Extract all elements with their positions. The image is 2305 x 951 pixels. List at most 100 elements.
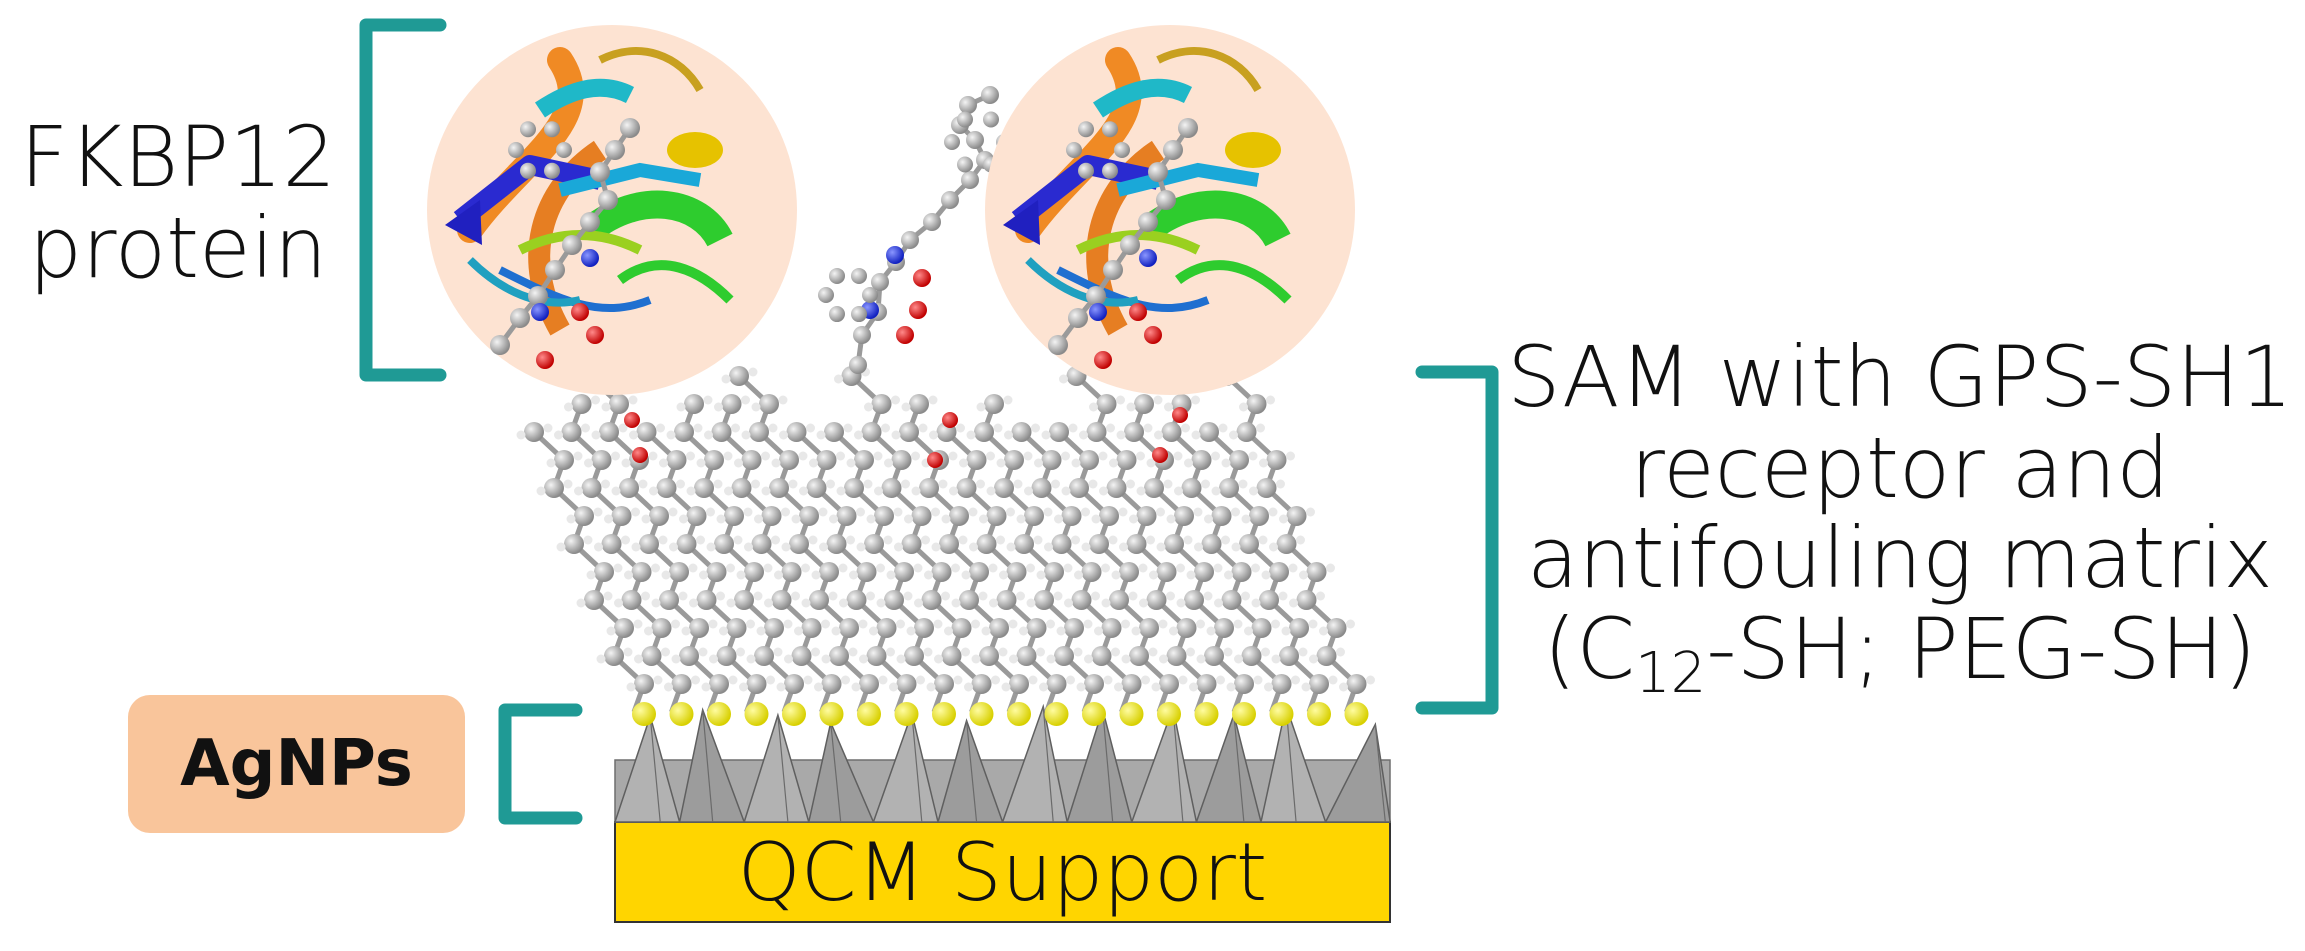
hydrogen-atom xyxy=(696,458,706,468)
nanoparticle xyxy=(807,720,875,823)
hydrogen-atom xyxy=(1004,430,1013,440)
carbon-atom xyxy=(1174,506,1194,526)
hydrogen-atom xyxy=(1244,626,1253,636)
hydrogen-atom xyxy=(926,682,936,692)
ligand-carbon xyxy=(620,118,640,138)
hydrogen-atom xyxy=(736,570,746,580)
carbon-atom xyxy=(861,422,882,442)
carbon-atom xyxy=(704,450,724,470)
hydrogen-atom xyxy=(756,626,766,636)
hydrogen-atom xyxy=(1143,423,1153,433)
hydrogen-atom xyxy=(1264,682,1273,692)
hydrogen-atom xyxy=(846,535,855,545)
hydrogen-atom xyxy=(1159,654,1168,664)
receptor-ring-atom xyxy=(862,287,878,303)
hydrogen-atom xyxy=(976,402,986,412)
carbon-atom xyxy=(1249,506,1269,526)
hydrogen-atom xyxy=(633,619,643,629)
carbon-atom xyxy=(1231,562,1252,582)
receptor-ring-atom xyxy=(944,134,960,150)
carbon-atom xyxy=(1309,674,1329,694)
hydrogen-atom xyxy=(706,542,716,552)
hydrogen-atom xyxy=(1233,619,1243,629)
receptor-carbon xyxy=(959,96,977,114)
sulfur-atom xyxy=(1269,702,1294,726)
sulfur-atom xyxy=(1344,702,1369,726)
carbon-atom xyxy=(1034,590,1054,610)
carbon-atom xyxy=(631,562,652,582)
hydrogen-atom xyxy=(1068,423,1078,433)
carbon-atom xyxy=(1259,590,1279,610)
sam-formula-subscript: 12 xyxy=(1634,641,1707,707)
carbon-atom xyxy=(571,394,592,414)
hydrogen-atom xyxy=(928,395,938,405)
sulfur-atom xyxy=(1119,702,1144,726)
hydrogen-atom xyxy=(1106,423,1115,433)
carbon-atom xyxy=(921,590,942,610)
carbon-atom xyxy=(744,562,764,582)
hydrogen-atom xyxy=(688,563,698,573)
carbon-atom xyxy=(989,618,1009,638)
hydrogen-atom xyxy=(689,598,698,608)
carbon-atom xyxy=(809,590,829,610)
hydrogen-atom xyxy=(889,682,898,692)
hydrogen-atom xyxy=(836,451,845,461)
hydrogen-atom xyxy=(906,626,916,636)
hydrogen-atom xyxy=(671,654,681,664)
carbon-atom xyxy=(801,618,822,638)
sam-label-line-3: antifouling matrix xyxy=(1526,509,2274,608)
hydrogen-atom xyxy=(1008,619,1018,629)
hydrogen-atom xyxy=(1126,402,1136,412)
hydrogen-atom xyxy=(566,514,576,524)
hydrogen-atom xyxy=(584,458,593,468)
hydrogen-atom xyxy=(1054,514,1063,524)
hydrogen-atom xyxy=(874,486,883,496)
hydrogen-atom xyxy=(998,647,1008,657)
carbon-atom xyxy=(1306,562,1327,582)
hydrogen-atom xyxy=(836,486,846,496)
hydrogen-atom xyxy=(1221,458,1231,468)
carbon-atom xyxy=(1191,450,1212,470)
hydrogen-atom xyxy=(614,598,623,608)
hydrogen-atom xyxy=(904,514,913,524)
hydrogen-atom xyxy=(1231,542,1241,552)
hydrogen-atom xyxy=(1224,570,1233,580)
hydrogen-atom xyxy=(1016,514,1026,524)
hydrogen-atom xyxy=(878,675,888,685)
ligand-carbon xyxy=(1086,286,1106,306)
hydrogen-atom xyxy=(918,423,928,433)
carbon-atom xyxy=(716,646,737,666)
hydrogen-atom xyxy=(1034,458,1043,468)
hydrogen-atom xyxy=(873,451,883,461)
hydrogen-atom xyxy=(1003,395,1013,405)
hydrogen-atom xyxy=(961,570,971,580)
carbon-atom xyxy=(901,534,922,554)
hydrogen-atom xyxy=(1291,675,1300,685)
hydrogen-atom xyxy=(703,395,713,405)
hydrogen-atom xyxy=(1308,619,1318,629)
hydrogen-atom xyxy=(1191,395,1200,405)
sulfur-atom xyxy=(1007,702,1031,726)
carbon-atom xyxy=(1024,506,1044,526)
ligand-carbon xyxy=(1156,190,1176,210)
hydrogen-atom xyxy=(1178,675,1188,685)
receptor-ring-atom xyxy=(957,156,973,173)
hydrogen-atom xyxy=(951,563,960,573)
ligand-ring-atom xyxy=(1102,162,1118,179)
carbon-atom xyxy=(1046,674,1067,694)
hydrogen-atom xyxy=(1316,591,1325,601)
nanoparticle-edge xyxy=(830,722,842,823)
carbon-atom xyxy=(1086,422,1107,442)
hydrogen-atom xyxy=(1066,675,1075,685)
hydrogen-atom xyxy=(783,619,793,629)
hydrogen-atom xyxy=(1154,430,1163,440)
hydrogen-atom xyxy=(1036,570,1046,580)
hydrogen-atom xyxy=(993,423,1003,433)
hydrogen-atom xyxy=(686,451,695,461)
carbon-atom xyxy=(734,590,754,610)
hydrogen-atom xyxy=(753,591,763,601)
carbon-atom xyxy=(731,478,752,498)
nanoparticle-edge xyxy=(1042,706,1054,823)
sulfur-atom xyxy=(1194,702,1219,726)
hydrogen-atom xyxy=(773,647,783,657)
